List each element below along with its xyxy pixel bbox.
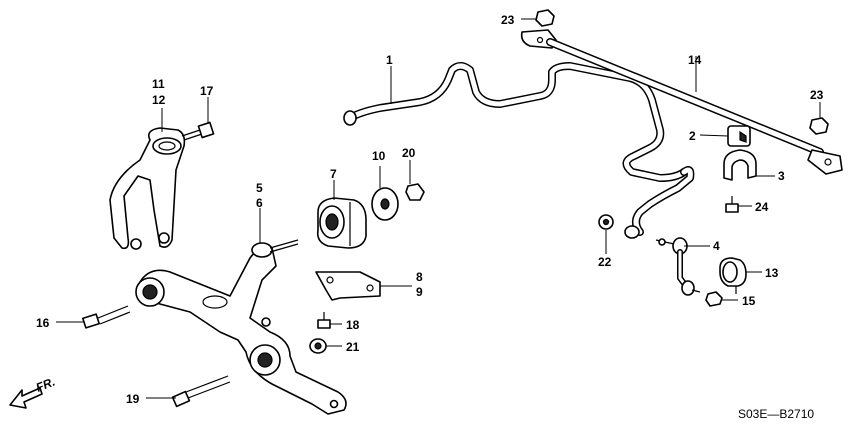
- callout-7: 7: [330, 167, 337, 181]
- lower-arm-bracket: [109, 127, 186, 250]
- diagram-code: S03E—B2710: [738, 407, 814, 421]
- ball-joint-boot: [719, 257, 747, 294]
- flange-bolt: [171, 375, 231, 408]
- callout-14: 14: [688, 53, 702, 67]
- rubber-bushing: [371, 187, 399, 221]
- front-arrow-icon: [9, 387, 43, 409]
- callout-18: 18: [346, 318, 360, 332]
- callout-16: 16: [36, 316, 50, 330]
- callout-15: 15: [742, 294, 756, 308]
- callout-labels: 1 2 3 4 5 6 7 8 9 10 11 12 13 14 15 16 1…: [36, 13, 824, 406]
- callout-22: 22: [598, 255, 612, 269]
- callout-5: 5: [256, 181, 263, 195]
- lower-arm: [135, 239, 347, 415]
- callout-10: 10: [372, 149, 386, 163]
- callout-12: 12: [152, 93, 166, 107]
- front-direction-indicator: FR.: [9, 375, 57, 409]
- callout-1: 1: [386, 53, 393, 67]
- stiffener-bar: [520, 29, 843, 175]
- callout-11: 11: [152, 77, 165, 91]
- flange-nut: [309, 338, 327, 354]
- callout-20: 20: [402, 146, 416, 160]
- stabilizer-bushing: [727, 125, 751, 147]
- self-locking-nut: [598, 214, 614, 230]
- stabilizer-holder: [723, 149, 757, 181]
- flange-nut: [809, 117, 829, 135]
- callout-2: 2: [689, 129, 696, 143]
- callout-23-right: 23: [810, 88, 824, 102]
- callout-8: 8: [416, 270, 423, 284]
- compliance-bushing: [316, 197, 367, 249]
- stabilizer-link: [655, 237, 701, 296]
- callout-9: 9: [416, 285, 423, 299]
- callout-4: 4: [713, 239, 720, 253]
- flange-bolt: [81, 305, 131, 329]
- self-locking-nut: [705, 291, 723, 307]
- bushing-bracket: [315, 271, 381, 301]
- callout-13: 13: [765, 266, 779, 280]
- flange-bolt: [181, 121, 215, 141]
- callout-24: 24: [755, 200, 769, 214]
- flange-nut: [535, 9, 555, 27]
- callout-17: 17: [200, 84, 214, 98]
- callout-6: 6: [256, 196, 263, 210]
- callout-21: 21: [346, 340, 360, 354]
- callout-19: 19: [126, 392, 140, 406]
- self-locking-nut: [405, 183, 425, 201]
- leader-lines: [56, 18, 821, 399]
- flange-bolt: [725, 196, 739, 213]
- callout-3: 3: [778, 169, 785, 183]
- flange-bolt: [317, 312, 331, 329]
- front-direction-label: FR.: [34, 375, 57, 395]
- callout-23-top: 23: [501, 13, 515, 27]
- stabilizer-bar: [343, 62, 695, 239]
